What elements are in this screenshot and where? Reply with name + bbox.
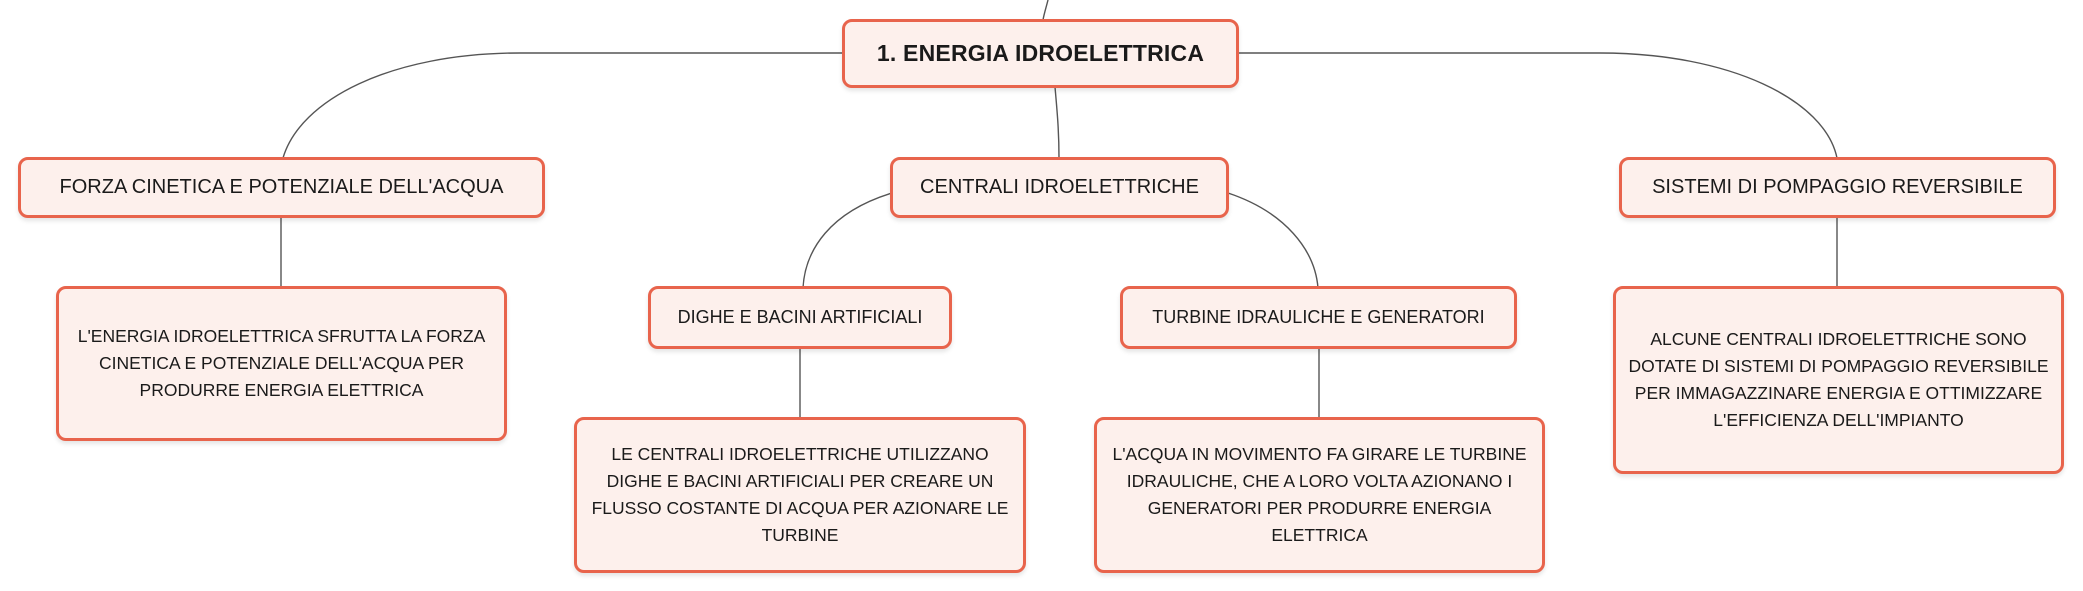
detail-node-text: LE CENTRALI IDROELETTRICHE UTILIZZANO DI… bbox=[591, 444, 1009, 545]
detail-node-turbine[interactable]: L'ACQUA IN MOVIMENTO FA GIRARE LE TURBIN… bbox=[1094, 417, 1545, 573]
connector-root-to-centrali bbox=[1054, 86, 1060, 159]
topic-node-sistemi-pompaggio[interactable]: SISTEMI DI POMPAGGIO REVERSIBILE bbox=[1619, 157, 2056, 218]
root-node[interactable]: 1. ENERGIA IDROELETTRICA bbox=[842, 19, 1239, 88]
detail-node-text: L'ENERGIA IDROELETTRICA SFRUTTA LA FORZA… bbox=[77, 326, 486, 400]
subtopic-node-label: DIGHE E BACINI ARTIFICIALI bbox=[677, 307, 923, 327]
root-node-label: 1. ENERGIA IDROELETTRICA bbox=[876, 40, 1205, 66]
topic-node-label: FORZA CINETICA E POTENZIALE DELL'ACQUA bbox=[59, 176, 504, 198]
connector-centrali-to-turbine bbox=[1227, 192, 1319, 289]
topic-node-forza-cinetica[interactable]: FORZA CINETICA E POTENZIALE DELL'ACQUA bbox=[18, 157, 545, 218]
connector-parent-to-root bbox=[1042, 0, 1049, 21]
detail-node-text: L'ACQUA IN MOVIMENTO FA GIRARE LE TURBIN… bbox=[1112, 444, 1527, 545]
topic-node-centrali-idroelettriche[interactable]: CENTRALI IDROELETTRICHE bbox=[890, 157, 1229, 218]
subtopic-node-turbine[interactable]: TURBINE IDRAULICHE E GENERATORI bbox=[1120, 286, 1517, 349]
subtopic-node-dighe[interactable]: DIGHE E BACINI ARTIFICIALI bbox=[648, 286, 952, 349]
connector-root-to-forza bbox=[282, 52, 842, 159]
topic-node-label: CENTRALI IDROELETTRICHE bbox=[920, 176, 1199, 198]
subtopic-node-label: TURBINE IDRAULICHE E GENERATORI bbox=[1152, 307, 1485, 327]
detail-node-dighe[interactable]: LE CENTRALI IDROELETTRICHE UTILIZZANO DI… bbox=[574, 417, 1026, 573]
detail-node-forza-cinetica[interactable]: L'ENERGIA IDROELETTRICA SFRUTTA LA FORZA… bbox=[56, 286, 507, 441]
connector-centrali-to-dighe bbox=[802, 192, 893, 289]
detail-node-sistemi-pompaggio[interactable]: ALCUNE CENTRALI IDROELETTRICHE SONO DOTA… bbox=[1613, 286, 2064, 474]
topic-node-label: SISTEMI DI POMPAGGIO REVERSIBILE bbox=[1652, 176, 2023, 198]
connector-root-to-sistemi bbox=[1238, 52, 1838, 159]
detail-node-text: ALCUNE CENTRALI IDROELETTRICHE SONO DOTA… bbox=[1628, 329, 2049, 430]
